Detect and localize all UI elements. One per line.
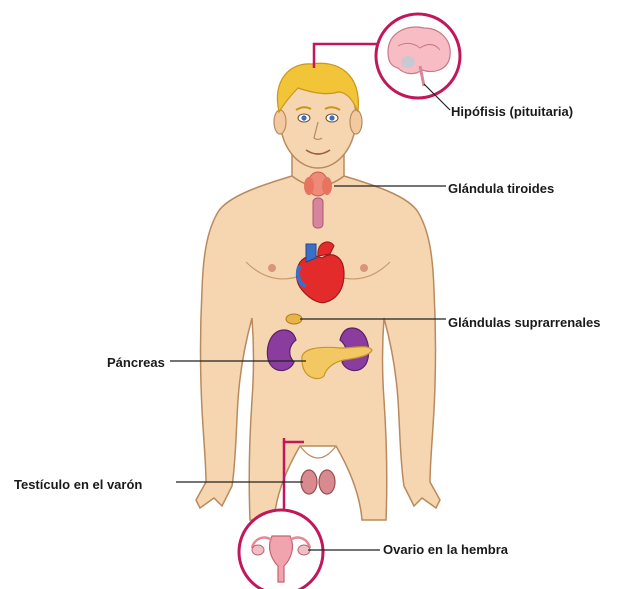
ear-right	[350, 110, 362, 134]
pupil-left	[301, 115, 306, 120]
label-pituitary: Hipófisis (pituitaria)	[451, 104, 573, 119]
label-adrenal: Glándulas suprarrenales	[448, 315, 600, 330]
testes	[301, 470, 335, 494]
adrenal-gland	[286, 314, 302, 324]
label-ovary: Ovario en la hembra	[383, 542, 508, 557]
label-pancreas: Páncreas	[107, 355, 165, 370]
groin	[300, 446, 336, 458]
pupil-right	[329, 115, 334, 120]
label-thyroid: Glándula tiroides	[448, 181, 554, 196]
ear-left	[274, 110, 286, 134]
nipple-left	[268, 264, 276, 272]
nipple-right	[360, 264, 368, 272]
label-testis: Testículo en el varón	[14, 477, 142, 492]
